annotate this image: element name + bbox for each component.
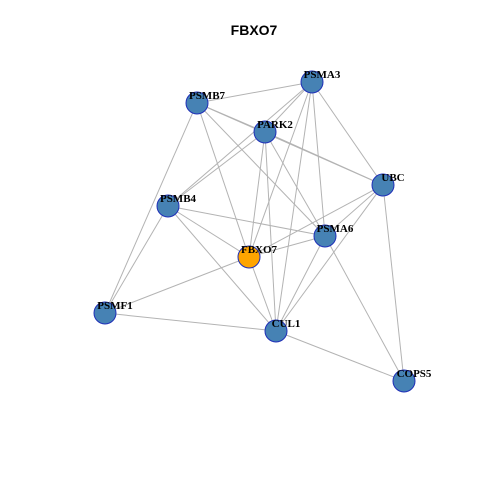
edge-psma3-cul1 xyxy=(275,81,313,332)
node-psmb7[interactable] xyxy=(185,91,209,115)
node-label-ubc: UBC xyxy=(381,172,404,184)
node-ubc[interactable] xyxy=(371,173,395,197)
edge-ubc-fbxo7 xyxy=(248,184,384,258)
edge-psmb7-psma6 xyxy=(196,102,326,237)
edge-psmf1-cul1 xyxy=(104,312,277,332)
node-cul1[interactable] xyxy=(264,319,288,343)
node-label-psmb7: PSMB7 xyxy=(189,90,226,102)
edge-fbxo7-psmf1 xyxy=(104,256,250,314)
edge-ubc-cul1 xyxy=(275,184,384,332)
edge-psma6-cul1 xyxy=(275,235,326,332)
node-psma6[interactable] xyxy=(313,224,337,248)
edge-ubc-cops5 xyxy=(382,184,405,382)
edge-park2-psma6 xyxy=(264,131,326,237)
edge-park2-psmb4 xyxy=(167,131,266,207)
edge-psmb7-fbxo7 xyxy=(196,102,250,258)
node-layer xyxy=(93,70,416,393)
edge-psma6-fbxo7 xyxy=(248,235,326,258)
node-psmf1[interactable] xyxy=(93,301,117,325)
edge-park2-fbxo7 xyxy=(248,131,266,258)
node-label-psmf1: PSMF1 xyxy=(97,300,132,312)
node-label-psmb4: PSMB4 xyxy=(160,193,197,205)
edge-layer xyxy=(104,81,405,382)
edge-psma6-cops5 xyxy=(324,235,405,382)
node-cops5[interactable] xyxy=(392,369,416,393)
node-psma3[interactable] xyxy=(300,70,324,94)
node-label-psma3: PSMA3 xyxy=(304,69,341,81)
edge-psmb4-psma6 xyxy=(167,205,326,237)
node-label-cul1: CUL1 xyxy=(272,318,301,330)
node-park2[interactable] xyxy=(253,120,277,144)
edge-psmb4-fbxo7 xyxy=(167,205,250,258)
edge-psma3-ubc xyxy=(311,81,384,186)
edge-psma3-psma6 xyxy=(311,81,326,237)
edge-psma3-psmb4 xyxy=(167,81,313,207)
node-label-park2: PARK2 xyxy=(257,119,293,131)
graph-title: FBXO7 xyxy=(231,22,278,38)
edge-psma3-psmb7 xyxy=(196,81,313,104)
edge-park2-cul1 xyxy=(264,131,277,332)
node-label-psma6: PSMA6 xyxy=(317,223,354,235)
node-fbxo7[interactable] xyxy=(237,245,261,269)
node-psmb4[interactable] xyxy=(156,194,180,218)
edge-cul1-cops5 xyxy=(275,330,405,382)
edge-park2-ubc xyxy=(264,131,384,186)
node-label-cops5: COPS5 xyxy=(397,368,432,380)
edge-psma3-fbxo7 xyxy=(248,81,313,258)
edge-psmb7-psmf1 xyxy=(104,102,198,314)
edge-psmb4-cul1 xyxy=(167,205,277,332)
node-label-fbxo7: FBXO7 xyxy=(241,244,278,256)
edge-psmb4-psmf1 xyxy=(104,205,169,314)
edge-fbxo7-cul1 xyxy=(248,256,277,332)
edge-ubc-psma6 xyxy=(324,184,384,237)
